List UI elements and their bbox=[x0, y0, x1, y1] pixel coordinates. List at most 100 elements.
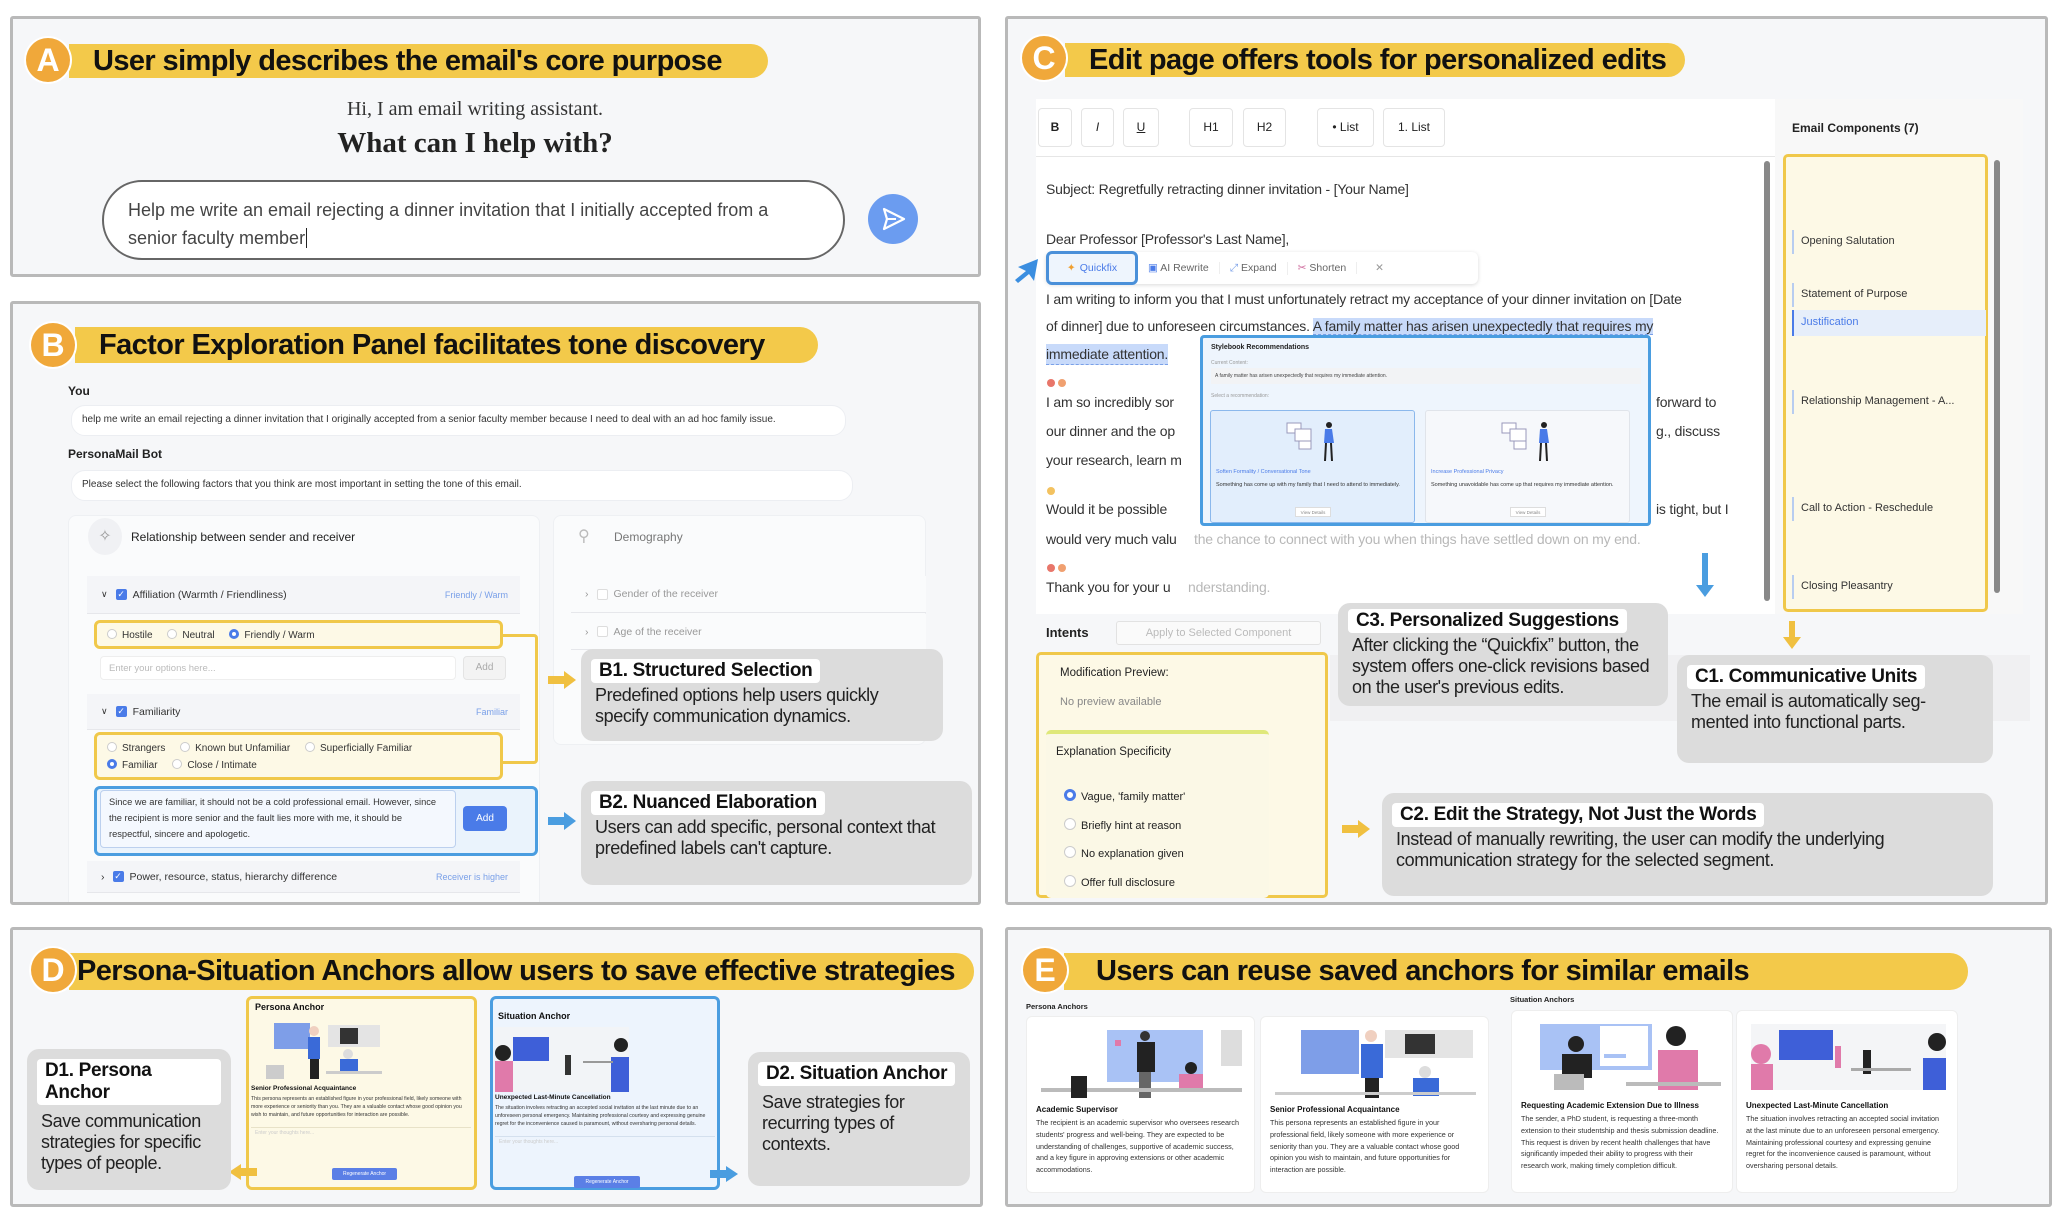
component-closing-pleasantry[interactable]: Closing Pleasantry bbox=[1801, 580, 1893, 592]
options-input[interactable]: Enter your options here... bbox=[100, 656, 456, 680]
demography-header[interactable]: Demography bbox=[614, 530, 683, 544]
underline-button[interactable]: U bbox=[1123, 108, 1159, 147]
bullet-list-button[interactable]: • List bbox=[1317, 108, 1374, 147]
italic-button[interactable]: I bbox=[1081, 108, 1114, 147]
panel-e-badge: E bbox=[1023, 948, 1067, 992]
h1-button[interactable]: H1 bbox=[1189, 108, 1233, 147]
anchor-card[interactable]: Requesting Academic Extension Due to Ill… bbox=[1511, 1010, 1733, 1193]
send-icon bbox=[882, 207, 906, 231]
specificity-option-vague[interactable]: Vague, 'family matter' bbox=[1064, 789, 1185, 803]
affiliation-row[interactable]: ∨✓Affiliation (Warmth / Friendliness)Fri… bbox=[87, 576, 520, 614]
illustration-person-boards bbox=[1501, 422, 1549, 462]
specificity-card bbox=[1046, 730, 1269, 898]
affiliation-value: Friendly / Warm bbox=[444, 589, 508, 600]
anchor-description: This persona represents an established f… bbox=[1270, 1118, 1460, 1175]
specificity-option-hint[interactable]: Briefly hint at reason bbox=[1064, 818, 1181, 832]
option-friendly-warm[interactable]: Friendly / Warm bbox=[229, 629, 315, 641]
option-close-intimate[interactable]: Close / Intimate bbox=[172, 759, 257, 771]
recommendation-card[interactable]: Soften Formality / Conversational Tone S… bbox=[1210, 410, 1415, 523]
gender-row[interactable]: ›Gender of the receiver bbox=[571, 576, 926, 613]
dot-red bbox=[1047, 564, 1055, 572]
option-superficially-familiar[interactable]: Superficially Familiar bbox=[304, 742, 412, 754]
selected-text[interactable]: A family matter has arisen unexpectedly … bbox=[1312, 318, 1654, 335]
components-header: Email Components (7) bbox=[1792, 121, 1919, 135]
persona-notes-input[interactable]: Enter your thoughts here... bbox=[255, 1130, 315, 1136]
prompt-input[interactable]: Help me write an email rejecting a dinne… bbox=[102, 180, 845, 260]
send-button[interactable] bbox=[868, 194, 918, 244]
view-details-button[interactable]: View Details bbox=[1295, 507, 1331, 517]
elaboration-textarea[interactable]: Since we are familiar, it should not be … bbox=[100, 790, 456, 848]
components-scrollbar[interactable] bbox=[1994, 160, 2000, 593]
option-familiar[interactable]: Familiar bbox=[107, 759, 158, 771]
expand-button[interactable]: ⤢ Expand bbox=[1220, 261, 1288, 275]
close-icon[interactable]: ✕ bbox=[1375, 262, 1384, 274]
preview-label: Modification Preview: bbox=[1060, 667, 1169, 679]
panel-a-title: User simply describes the email's core p… bbox=[69, 44, 768, 78]
gender-checkbox[interactable] bbox=[596, 588, 608, 600]
current-content: A family matter has arisen unexpectedly … bbox=[1211, 368, 1641, 384]
component-marker bbox=[1792, 230, 1794, 254]
ai-rewrite-button[interactable]: ▣ AI Rewrite bbox=[1138, 262, 1220, 274]
anchor-card[interactable]: Senior Professional Acquaintance This pe… bbox=[1260, 1016, 1489, 1193]
regenerate-anchor-button[interactable]: Regenerate Anchor bbox=[332, 1168, 397, 1180]
view-details-button[interactable]: View Details bbox=[1510, 507, 1546, 517]
callout-d1: D1. Persona Anchor Save communication st… bbox=[27, 1049, 231, 1190]
specificity-option-none[interactable]: No explanation given bbox=[1064, 846, 1184, 860]
regenerate-anchor-button[interactable]: Regenerate Anchor bbox=[574, 1176, 640, 1188]
anchor-description: The recipient is an academic supervisor … bbox=[1036, 1118, 1239, 1175]
numbered-list-button[interactable]: 1. List bbox=[1383, 108, 1445, 147]
component-call-to-action[interactable]: Call to Action - Reschedule bbox=[1801, 502, 1934, 514]
callout-b1-title: B1. Structured Selection bbox=[591, 659, 821, 683]
quickfix-button[interactable]: ✦Quickfix bbox=[1046, 251, 1138, 285]
option-known-unfamiliar[interactable]: Known but Unfamiliar bbox=[180, 742, 290, 754]
yellow-arrow-left-icon bbox=[229, 1164, 257, 1180]
component-justification[interactable]: Justification bbox=[1801, 316, 1859, 328]
specificity-option-full[interactable]: Offer full disclosure bbox=[1064, 875, 1175, 889]
callout-d2-title: D2. Situation Anchor bbox=[758, 1062, 956, 1086]
anchor-card[interactable]: Unexpected Last-Minute Cancellation The … bbox=[1736, 1010, 1958, 1193]
add-option-button[interactable]: Add bbox=[463, 656, 506, 680]
illustration-extension-request bbox=[1540, 1024, 1721, 1090]
power-row[interactable]: ›✓Power, resource, status, hierarchy dif… bbox=[87, 861, 520, 893]
situation-divider bbox=[495, 1136, 715, 1137]
apply-button[interactable]: Apply to Selected Component bbox=[1116, 621, 1321, 645]
component-opening-salutation[interactable]: Opening Salutation bbox=[1801, 235, 1895, 247]
selected-text[interactable]: immediate attention. bbox=[1046, 344, 1168, 365]
email-line-faded: the chance to connect with you when thin… bbox=[1194, 531, 1641, 547]
component-statement-of-purpose[interactable]: Statement of Purpose bbox=[1801, 288, 1908, 300]
persona-description: This persona represents an established f… bbox=[251, 1096, 462, 1118]
callout-c1: C1. Communicative Units The email is aut… bbox=[1677, 655, 1993, 763]
callout-c1-body: The email is automatically seg-mented in… bbox=[1691, 691, 1926, 732]
option-strangers[interactable]: Strangers bbox=[107, 742, 165, 754]
gender-label: Gender of the receiver bbox=[613, 588, 718, 600]
chevron-right-icon: › bbox=[585, 625, 589, 638]
situation-notes-input[interactable]: Enter your thoughts here... bbox=[499, 1139, 559, 1145]
recommendation-title: Soften Formality / Conversational Tone bbox=[1216, 469, 1311, 475]
relationship-header[interactable]: Relationship between sender and receiver bbox=[131, 530, 356, 544]
familiarity-checkbox[interactable]: ✓ bbox=[115, 706, 127, 717]
persona-anchor-card: Persona Anchor Senior Professional Acqua… bbox=[246, 996, 477, 1190]
component-relationship-management[interactable]: Relationship Management - A... bbox=[1801, 395, 1955, 407]
recommendation-card[interactable]: Increase Professional Privacy Something … bbox=[1425, 410, 1630, 523]
situation-description: The situation involves retracting an acc… bbox=[495, 1105, 706, 1127]
dot-red bbox=[1047, 379, 1055, 387]
situation-anchor-header: Situation Anchor bbox=[498, 1011, 571, 1021]
callout-c3-body: After clicking the “Quickfix” button, th… bbox=[1352, 635, 1650, 697]
affiliation-options: Hostile Neutral Friendly / Warm bbox=[94, 620, 503, 649]
power-checkbox[interactable]: ✓ bbox=[112, 871, 124, 882]
anchor-card[interactable]: Academic Supervisor The recipient is an … bbox=[1026, 1016, 1255, 1193]
panel-e: E Users can reuse saved anchors for simi… bbox=[1005, 927, 2052, 1207]
affiliation-checkbox[interactable]: ✓ bbox=[115, 589, 127, 600]
editor-scrollbar[interactable] bbox=[1764, 161, 1770, 601]
shorten-button[interactable]: ✂ Shorten bbox=[1288, 262, 1358, 274]
option-neutral[interactable]: Neutral bbox=[167, 629, 215, 641]
panel-a-badge: A bbox=[26, 38, 70, 82]
age-row[interactable]: ›Age of the receiver bbox=[571, 614, 926, 650]
anchor-title: Requesting Academic Extension Due to Ill… bbox=[1521, 1101, 1699, 1110]
age-checkbox[interactable] bbox=[596, 626, 608, 637]
bold-button[interactable]: B bbox=[1038, 108, 1072, 147]
add-elaboration-button[interactable]: Add bbox=[463, 806, 507, 831]
h2-button[interactable]: H2 bbox=[1243, 108, 1286, 147]
option-hostile[interactable]: Hostile bbox=[107, 629, 153, 641]
